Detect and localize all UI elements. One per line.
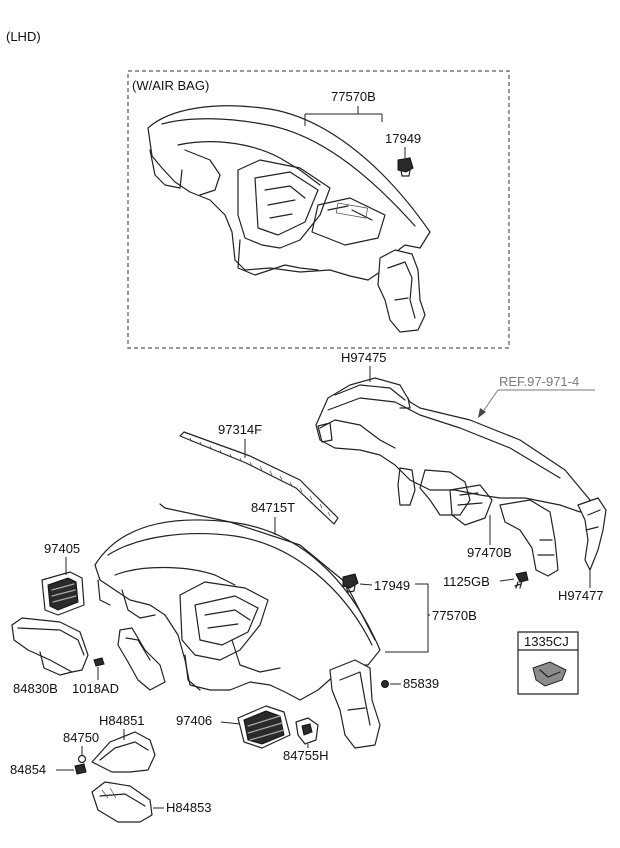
main-section: 97314F 84715T 97405: [10, 422, 579, 823]
shroud-lower-drawing: [91, 781, 153, 823]
label-screw: 1125GB: [443, 574, 490, 589]
label-bracket: 84750: [63, 730, 99, 745]
label-cluster-facia: 84830B: [13, 681, 58, 696]
airbag-box-frame: [127, 70, 510, 349]
crash-pad-airbag-drawing: [147, 105, 431, 333]
variant-label: (LHD): [6, 29, 41, 44]
fastener-small-drawing: [74, 763, 87, 775]
label-clip-main: 17949: [374, 578, 410, 593]
label-fastener-small: 84854: [10, 762, 46, 777]
label-reference: REF.97-971-4: [499, 374, 579, 389]
side-panel-drawing: [117, 627, 166, 691]
label-bracket-lower: 84755H: [283, 748, 329, 763]
cluster-facia-drawing: [11, 617, 89, 676]
vent-left-drawing: [41, 571, 85, 616]
label-duct-upper: H97475: [341, 350, 387, 365]
leader-crash-pad-assy: [385, 583, 430, 653]
crash-pad-main-drawing: [94, 503, 381, 749]
label-pad-clip: 85839: [403, 676, 439, 691]
clip-airbag-drawing: [397, 157, 414, 177]
arrow-reference: [478, 408, 486, 418]
bracket-drawing: [77, 754, 87, 764]
defroster-garnish-drawing: [179, 431, 339, 525]
label-fastener-box: 1335CJ: [524, 634, 569, 649]
leader-clip-main: [359, 583, 373, 586]
nut-drawing: [93, 657, 105, 667]
pad-clip-drawing: [381, 680, 389, 688]
fastener-box: 1335CJ: [517, 631, 579, 695]
airbag-box-title: (W/AIR BAG): [132, 78, 209, 93]
vent-center-drawing: [237, 705, 291, 749]
screw-drawing: [514, 571, 529, 589]
label-crash-pad-assy-airbag: 77570B: [331, 89, 376, 104]
label-vent-center: 97406: [176, 713, 212, 728]
duct-section: H97475 REF.97-971-4 97470B H97477: [315, 350, 607, 603]
label-nut: 1018AD: [72, 681, 119, 696]
airbag-section: (W/AIR BAG) 77570B 17949: [127, 70, 510, 349]
leader-crash-pad-airbag: [304, 106, 383, 126]
label-shroud-upper: H84851: [99, 713, 145, 728]
label-defroster-garnish: 97314F: [218, 422, 262, 437]
leader-vent-center: [220, 721, 241, 725]
label-shroud-lower: H84853: [166, 800, 212, 815]
label-crash-pad-main: 84715T: [251, 500, 295, 515]
clip-main-drawing: [342, 573, 359, 593]
label-duct-center: 97470B: [467, 545, 512, 560]
leader-reference: [481, 389, 595, 414]
leader-screw: [499, 578, 515, 582]
label-clip-airbag: 17949: [385, 131, 421, 146]
label-vent-left: 97405: [44, 541, 80, 556]
label-crash-pad-assy: 77570B: [432, 608, 477, 623]
shroud-upper-drawing: [91, 731, 156, 773]
duct-drawing: [315, 377, 607, 577]
label-duct-side: H97477: [558, 588, 604, 603]
bracket-lower-drawing: [295, 717, 319, 745]
